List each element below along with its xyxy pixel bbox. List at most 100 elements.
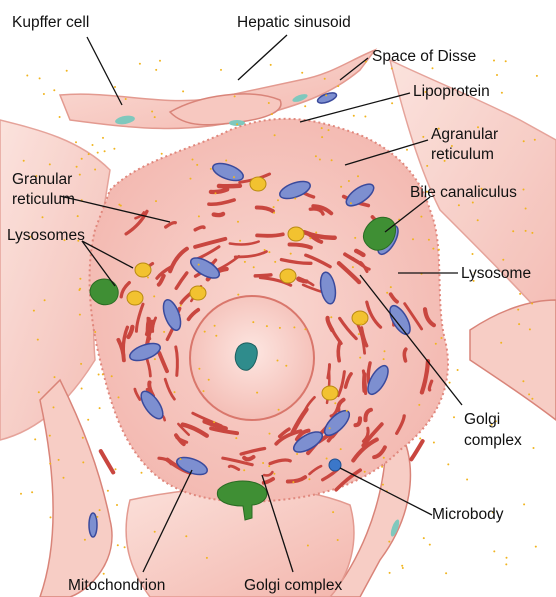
granule	[49, 435, 51, 437]
lysosome	[280, 269, 296, 283]
granule	[418, 404, 420, 406]
granule	[20, 493, 22, 495]
granule	[477, 219, 479, 221]
granule	[59, 116, 61, 118]
granule	[522, 380, 524, 382]
granule	[321, 127, 323, 129]
granule	[315, 155, 317, 157]
granule	[458, 204, 460, 206]
granule	[256, 392, 258, 394]
granule	[388, 541, 390, 543]
reticulum-strand	[411, 441, 422, 459]
granule	[266, 325, 268, 327]
granule	[206, 557, 208, 559]
granule	[518, 323, 520, 325]
granule	[94, 169, 96, 171]
granule	[81, 388, 83, 390]
granule	[389, 572, 391, 574]
granule	[315, 232, 317, 234]
granule	[76, 166, 78, 168]
granule	[174, 391, 176, 393]
reticulum-strand	[219, 186, 240, 187]
granule	[154, 531, 156, 533]
granule	[215, 192, 217, 194]
microbody	[329, 459, 341, 471]
granule	[364, 471, 366, 473]
granule	[273, 212, 275, 214]
granule	[210, 168, 212, 170]
granule	[103, 573, 105, 575]
granule	[274, 261, 276, 263]
granule	[234, 95, 236, 97]
granule	[360, 323, 362, 325]
granule	[237, 294, 239, 296]
granule	[198, 215, 200, 217]
granule	[118, 204, 120, 206]
granule	[269, 433, 271, 435]
granule	[34, 438, 36, 440]
granule	[102, 137, 104, 139]
granule	[292, 481, 294, 483]
granule	[92, 144, 94, 146]
label-granular-2: reticulum	[12, 190, 75, 209]
granule	[118, 396, 120, 398]
granule	[264, 249, 266, 251]
granule	[208, 379, 210, 381]
granule	[433, 442, 435, 444]
granule	[466, 479, 468, 481]
granule	[296, 453, 298, 455]
granule	[382, 484, 384, 486]
granule	[358, 333, 360, 335]
lysosome	[190, 286, 206, 300]
granule	[528, 393, 530, 395]
granule	[79, 174, 81, 176]
granule	[535, 546, 537, 548]
granule	[391, 102, 393, 104]
granule	[438, 249, 440, 251]
label-hepatic-sinusoid: Hepatic sinusoid	[237, 13, 351, 32]
lysosome	[250, 177, 266, 191]
granule	[198, 368, 200, 370]
granule	[220, 69, 222, 71]
granule	[359, 357, 361, 359]
lysosome	[352, 311, 368, 325]
granule	[502, 259, 504, 261]
reticulum-strand	[404, 349, 405, 361]
granule	[308, 478, 310, 480]
label-bile-canaliculus: Bile canaliculus	[410, 183, 517, 202]
granule	[391, 68, 393, 70]
granule	[82, 461, 84, 463]
label-golgi-right-1: Golgi	[464, 410, 500, 429]
granule	[43, 93, 45, 95]
granule	[453, 416, 455, 418]
granule	[357, 175, 359, 177]
granule	[531, 303, 533, 305]
granule	[523, 189, 525, 191]
granule	[536, 75, 538, 77]
granule	[386, 292, 388, 294]
granule	[457, 369, 459, 371]
granule	[500, 342, 502, 344]
granule	[125, 98, 127, 100]
granule	[268, 102, 270, 104]
granule	[203, 390, 205, 392]
granule	[279, 327, 281, 329]
granule	[506, 557, 508, 559]
granule	[49, 163, 51, 165]
granule	[531, 398, 533, 400]
granule	[79, 278, 81, 280]
nucleus	[190, 296, 314, 420]
granule	[99, 509, 101, 511]
reticulum-strand	[257, 234, 283, 236]
granule	[151, 111, 153, 113]
label-lipoprotein: Lipoprotein	[413, 82, 490, 101]
label-agranular-1: Agranular	[431, 125, 498, 144]
granule	[285, 365, 287, 367]
granule	[406, 149, 408, 151]
granule	[180, 458, 182, 460]
granule	[364, 321, 366, 323]
granule	[192, 159, 194, 161]
granule	[53, 406, 55, 408]
granule	[49, 463, 51, 465]
granule	[445, 572, 447, 574]
